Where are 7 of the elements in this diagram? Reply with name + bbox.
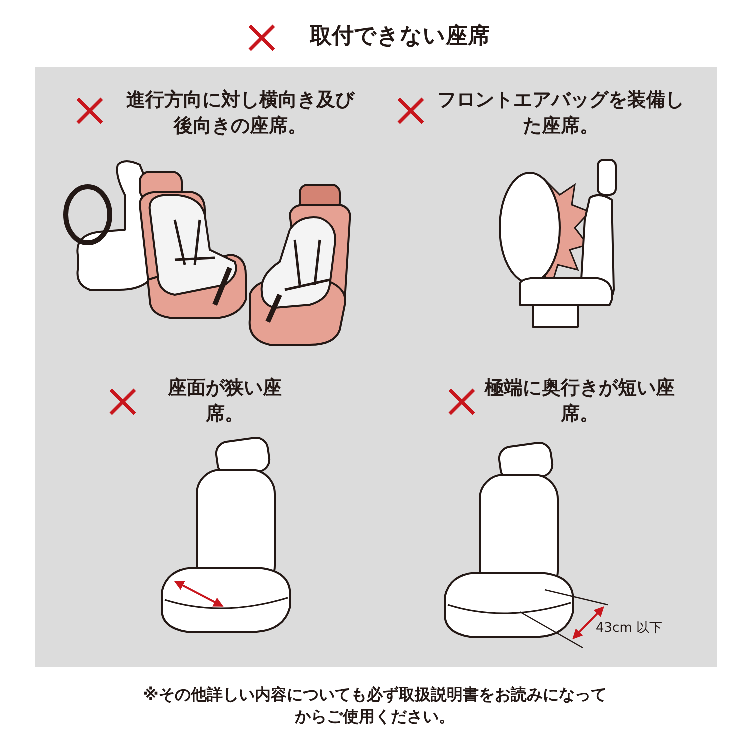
note: ※その他詳しい内容についても必ず取扱説明書をお読みになってからご使用ください。 [142,684,608,728]
dimension-label: 43cm 以下 [596,620,664,638]
heading: フロントエアバッグを装備した座席。 [436,88,686,139]
heading: 極端に奥行きが短い座席。 [485,376,675,427]
heading: 座面が狭い座席。 [166,376,283,427]
title: 取付できない座席 [308,22,491,51]
heading: 進行方向に対し横向き及び後向きの座席。 [126,88,356,139]
